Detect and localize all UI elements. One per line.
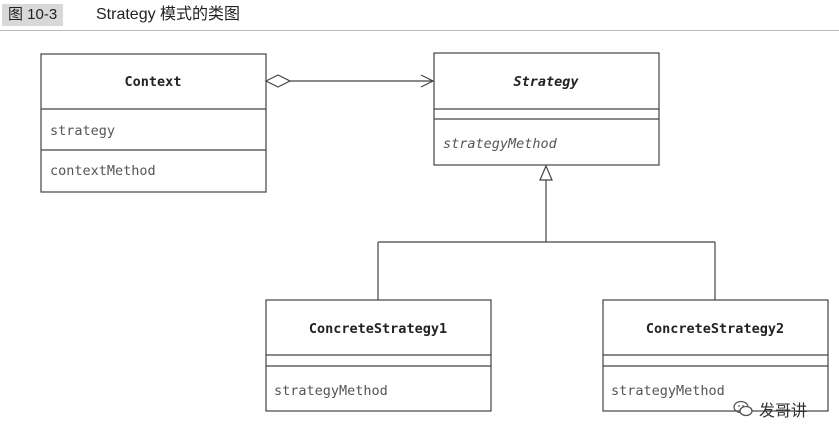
figure-title: Strategy 模式的类图 [96, 6, 241, 23]
class-name: ConcreteStrategy1 [309, 321, 447, 337]
class-method: strategyMethod [611, 383, 725, 399]
watermark: 发哥讲 [733, 396, 807, 422]
class-concrete-strategy-1: ConcreteStrategy1 strategyMethod [265, 299, 492, 412]
watermark-text: 发哥讲 [759, 401, 808, 420]
class-name: ConcreteStrategy2 [646, 321, 784, 337]
class-attribute: strategy [50, 123, 115, 139]
class-method: strategyMethod [274, 383, 388, 399]
class-method: strategyMethod [443, 136, 558, 152]
class-box [40, 53, 267, 193]
inheritance-triangle [539, 164, 553, 181]
class-strategy: Strategy strategyMethod [433, 52, 660, 166]
aggregation-diamond [264, 74, 292, 88]
class-context: Context strategy contextMethod [40, 53, 267, 193]
wechat-icon [733, 400, 753, 417]
navigability-arrowhead [420, 74, 435, 88]
figure-caption: 图 10-3 Strategy 模式的类图 [0, 0, 839, 31]
class-name: Context [125, 74, 182, 90]
aggregation-relation [264, 74, 435, 88]
class-name: Strategy [513, 74, 579, 90]
class-concrete-strategy-2: ConcreteStrategy2 strategyMethod [602, 299, 829, 412]
figure-number: 图 10-3 [2, 4, 64, 26]
generalization-relation [377, 164, 716, 300]
class-method: contextMethod [50, 163, 156, 179]
